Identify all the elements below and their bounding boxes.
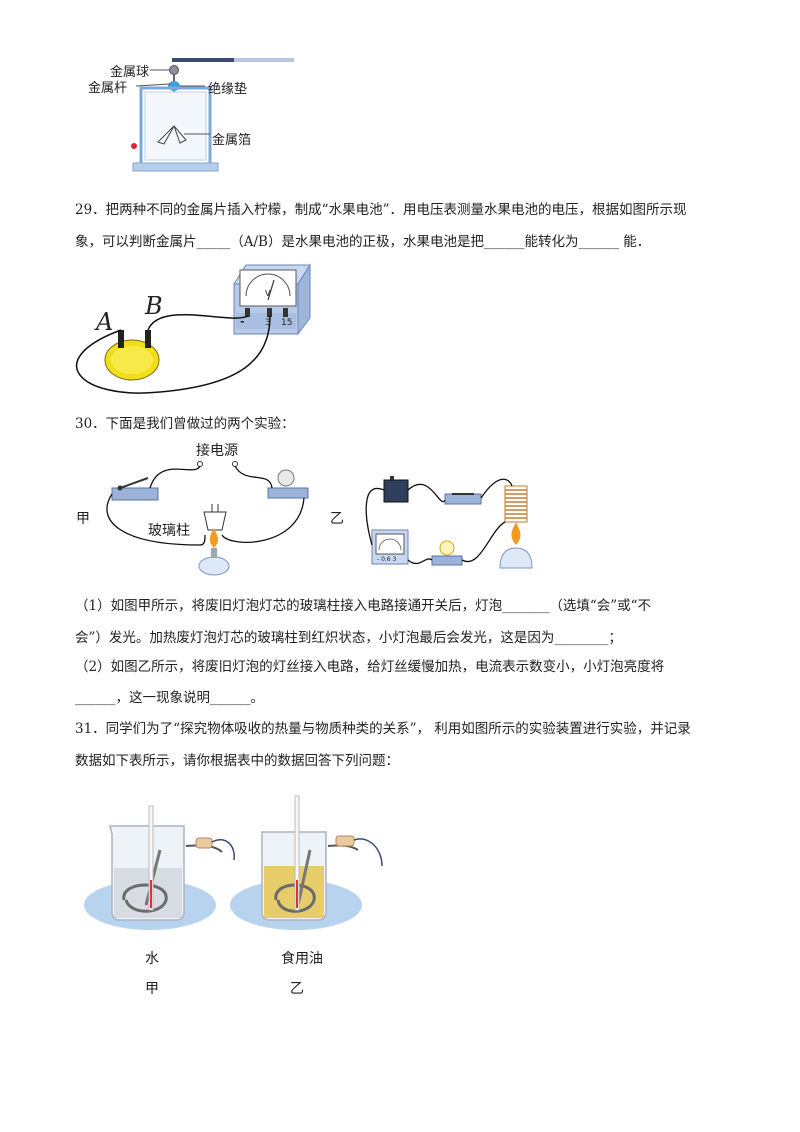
q30-part1-line-1: （1）如图甲所示，将废旧灯泡灯芯的玻璃柱接入电路接通开关后，灯泡_______（… [75,598,652,614]
voltmeter-15: 15 [281,318,293,328]
q29-line-1: 29．把两种不同的金属片插入柠檬，制成“水果电池”．用电压表测量水果电池的电压，… [75,202,687,218]
q31-line-2: 数据如下表所示，请你根据表中的数据回答下列问题： [75,753,399,769]
label-metal-rod: 金属杆 [88,81,128,96]
label-metal-ball: 金属球 [110,65,150,80]
label-metal-foil: 金属箔 [212,133,252,148]
label-yi-beaker: 乙 [290,981,304,997]
label-cooking-oil: 食用油 [281,951,323,967]
voltmeter-v-label: V [265,289,271,298]
power-label: 接电源 [196,443,238,459]
label-jia: 甲 [76,511,90,527]
ammeter-label: - 0.6 3 [377,556,397,563]
plate-label-b: B [145,292,163,320]
glass-column-label: 玻璃柱 [148,523,190,539]
voltmeter-3: 3 [265,318,271,328]
q30-part2-line-2: ______，这一现象说明______。 [75,690,264,706]
label-water: 水 [145,951,159,967]
label-jia-beaker: 甲 [145,981,159,997]
q29-line-2: 象，可以判断金属片_____（A/B）是水果电池的正极，水果电池是把______… [75,234,651,250]
q30-part2-line-1: （2）如图乙所示，将废旧灯泡的灯丝接入电路，给灯丝缓慢加热，电流表示数变小，小灯… [75,659,665,675]
label-yi: 乙 [330,511,344,527]
q31-line-1: 31．同学们为了“探究物体吸收的热量与物质种类的关系”， 利用如图所示的实验装置… [75,721,691,737]
label-insulator-pad: 绝缘垫 [208,82,248,97]
q30-intro: 30．下面是我们曾做过的两个实验： [75,416,295,432]
plate-label-a: A [96,308,114,336]
voltmeter-minus: - [240,315,245,328]
q30-part1-line-2: 会”）发光。加热废灯泡灯芯的玻璃柱到红炽状态，小灯泡最后会发光，这是因为____… [75,630,622,646]
